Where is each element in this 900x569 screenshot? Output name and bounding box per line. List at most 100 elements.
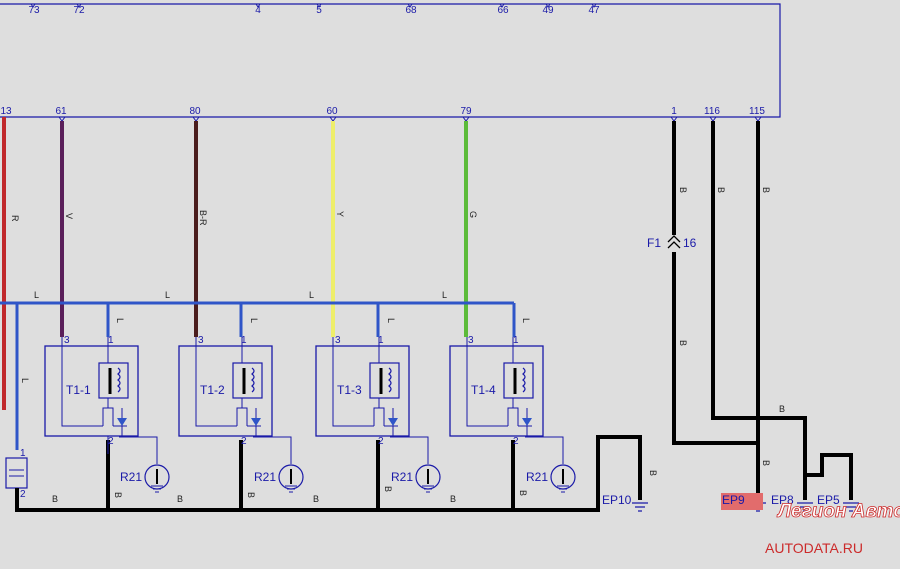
wire-label-b: B (648, 470, 658, 476)
wire-label-b: B (518, 490, 528, 496)
ecu-bottom-pin: 61 (55, 106, 67, 117)
ground-highlight (721, 493, 763, 510)
wire-label-b: B (246, 492, 256, 498)
spark-plugs: R21 R21 R21 R21 (119, 436, 576, 493)
ecu-top-pin: 5 (316, 5, 322, 16)
wire-label-b: B (716, 187, 726, 193)
wire-label-b: B (761, 187, 771, 193)
wire-label-l: L (249, 318, 259, 323)
ecu-bottom-pin: 115 (749, 106, 765, 117)
wire-label-l: L (442, 290, 447, 300)
coil-pin-3: 3 (198, 335, 204, 346)
resistor-label: R21 (120, 470, 142, 484)
spark-plug-icon (253, 436, 304, 493)
coil-pin-2: 2 (108, 436, 114, 447)
fuse-icon (667, 235, 681, 249)
wire-label-b: B (761, 460, 771, 466)
ecu-top-pin: 49 (542, 5, 554, 16)
ecu-top-pin: 72 (73, 5, 85, 16)
ground-label: EP9 (722, 493, 745, 507)
watermark-url: AUTODATA.RU (765, 540, 863, 556)
wire-label-l: L (20, 378, 30, 383)
coil-pin-2: 2 (241, 436, 247, 447)
wire-label-b: B (678, 340, 688, 346)
coil-pin-1: 1 (241, 335, 247, 346)
connector-pin: 2 (20, 489, 26, 500)
ignition-coil-modules (44, 337, 544, 454)
watermark-logo: Легион Автодата (776, 501, 900, 522)
coil-pin-1: 1 (108, 335, 114, 346)
coil-pin-3: 3 (64, 335, 70, 346)
ecu-bottom-pin: 79 (460, 106, 472, 117)
wire-label-b: B (52, 494, 58, 504)
wire-label-y: Y (335, 211, 345, 217)
wire-labels: R V B-R Y G B B B B B B L L L L L L L L … (10, 187, 785, 504)
ecu-top-pin-ticks (30, 3, 597, 8)
ground-icon (843, 502, 859, 512)
coil-label: T1-2 (200, 383, 225, 397)
spark-plug-icon (390, 436, 441, 493)
ecu-top-pins: 73 72 4 5 68 66 49 47 (28, 5, 600, 16)
coil-pin-2: 2 (513, 436, 519, 447)
ecu-bottom-pin: 116 (704, 106, 720, 117)
coil-pin-3: 3 (468, 335, 474, 346)
coil-module (449, 337, 544, 437)
ground-labels: EP10 EP9 EP8 EP5 (602, 493, 840, 507)
wire-label-br: B-R (198, 210, 208, 226)
resistor-label: R21 (526, 470, 548, 484)
coil-pin-1: 1 (513, 335, 519, 346)
ground-bus (15, 435, 642, 512)
wire-label-b: B (113, 492, 123, 498)
wire-label-l: L (521, 318, 531, 323)
ecu-outline (0, 3, 781, 118)
fuse-number: 16 (683, 236, 697, 250)
wire-label-v: V (64, 213, 74, 219)
coil-label: T1-3 (337, 383, 362, 397)
ecu-bottom-pin: 1 (671, 106, 677, 117)
wire-label-l: L (309, 290, 314, 300)
coil-labels: T1-1 T1-2 T1-3 T1-4 3 1 2 3 1 2 3 1 2 3 … (64, 335, 519, 447)
ecu-bottom-pin: 80 (189, 106, 201, 117)
ground-label: EP10 (602, 493, 632, 507)
coil-module (178, 337, 273, 437)
ecu-top-pin: 66 (497, 5, 509, 16)
wire-label-r: R (10, 215, 20, 222)
ecu-top-pin: 68 (405, 5, 417, 16)
spark-plug-icon (525, 436, 576, 493)
ecu-bottom-pin: 13 (0, 106, 12, 117)
fuse-name: F1 (647, 236, 661, 250)
ground-icon (797, 502, 813, 512)
wire-label-g: G (468, 211, 478, 218)
supply-bus-blue (0, 301, 516, 450)
ground-wires-right (672, 121, 853, 500)
connector-pin: 1 (20, 448, 26, 459)
wire-label-l: L (115, 318, 125, 323)
coil-label: T1-1 (66, 383, 91, 397)
ground-label: EP5 (817, 493, 840, 507)
wire-label-l: L (34, 290, 39, 300)
spark-plug-icon (119, 436, 170, 493)
wire-label-l: L (386, 318, 396, 323)
coil-module (44, 337, 139, 454)
ecu-bottom-pins: 13 61 80 60 79 1 116 115 (0, 106, 765, 117)
coil-pin-2: 2 (378, 436, 384, 447)
wire-label-l: L (165, 290, 170, 300)
ground-icon (632, 502, 648, 512)
coil-module (315, 337, 410, 437)
coil-label: T1-4 (471, 383, 496, 397)
ecu-top-pin: 4 (255, 5, 261, 16)
coil-pin-1: 1 (378, 335, 384, 346)
wire-label-b: B (779, 404, 785, 414)
ecu-top-pin: 47 (588, 5, 600, 16)
coil-pin-3: 3 (335, 335, 341, 346)
ground-label: EP8 (771, 493, 794, 507)
resistor-label: R21 (391, 470, 413, 484)
wire-label-b: B (383, 486, 393, 492)
fuse: F1 16 (647, 235, 697, 250)
resistor-label: R21 (254, 470, 276, 484)
watermark: Легион Автодата AUTODATA.RU (765, 501, 900, 556)
wire-label-b: B (177, 494, 183, 504)
wire-label-b: B (678, 187, 688, 193)
